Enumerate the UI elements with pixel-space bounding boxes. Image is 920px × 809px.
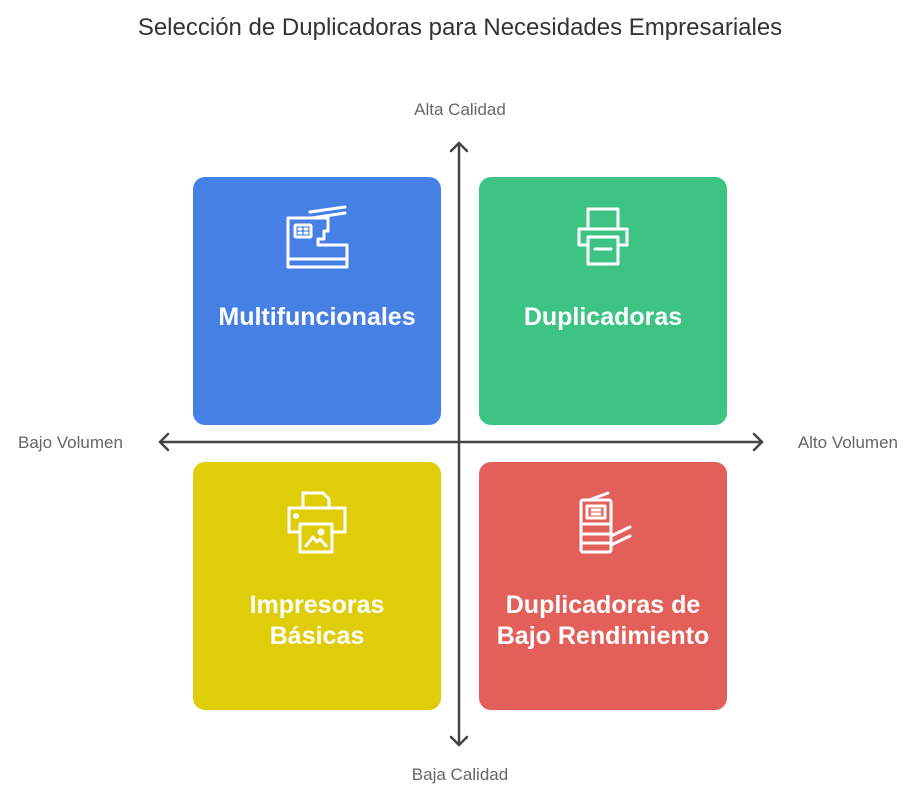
quadrant-duplicadoras: Duplicadoras	[479, 177, 727, 425]
quadrant-label: Multifuncionales	[218, 303, 416, 331]
arrowhead-up	[449, 141, 469, 153]
photo-printer-icon	[193, 490, 441, 556]
arrowhead-down	[449, 735, 469, 747]
quadrant-label-line: Bajo Rendimiento	[496, 622, 710, 650]
quadrant-label: Duplicadoras	[523, 303, 683, 331]
axis-label-bottom: Baja Calidad	[411, 765, 509, 784]
quadrant-label: Duplicadoras de Bajo Rendimiento	[479, 590, 727, 652]
diagram-title: Selección de Duplicadoras para Necesidad…	[137, 14, 783, 41]
printer-icon	[479, 203, 727, 269]
axis-label-top: Alta Calidad	[414, 100, 506, 119]
quadrant-duplicadoras-bajo-rendimiento: Duplicadoras de Bajo Rendimiento	[479, 462, 727, 710]
multifunction-printer-icon	[193, 203, 441, 269]
axis-label-right: Alto Volumen	[797, 433, 898, 452]
copier-icon	[479, 490, 727, 556]
arrowhead-left	[158, 432, 170, 452]
quadrant-label-line: Básicas	[269, 622, 365, 650]
quadrant-label-line: Duplicadoras de	[505, 591, 701, 619]
quadrant-label-line: Impresoras	[249, 591, 385, 619]
axis-label-left: Bajo Volumen	[18, 433, 123, 452]
arrowhead-right	[752, 432, 764, 452]
quadrant-multifuncionales: Multifuncionales	[193, 177, 441, 425]
quadrant-impresoras-basicas: Impresoras Básicas	[193, 462, 441, 710]
quadrant-label: Impresoras Básicas	[193, 590, 441, 652]
